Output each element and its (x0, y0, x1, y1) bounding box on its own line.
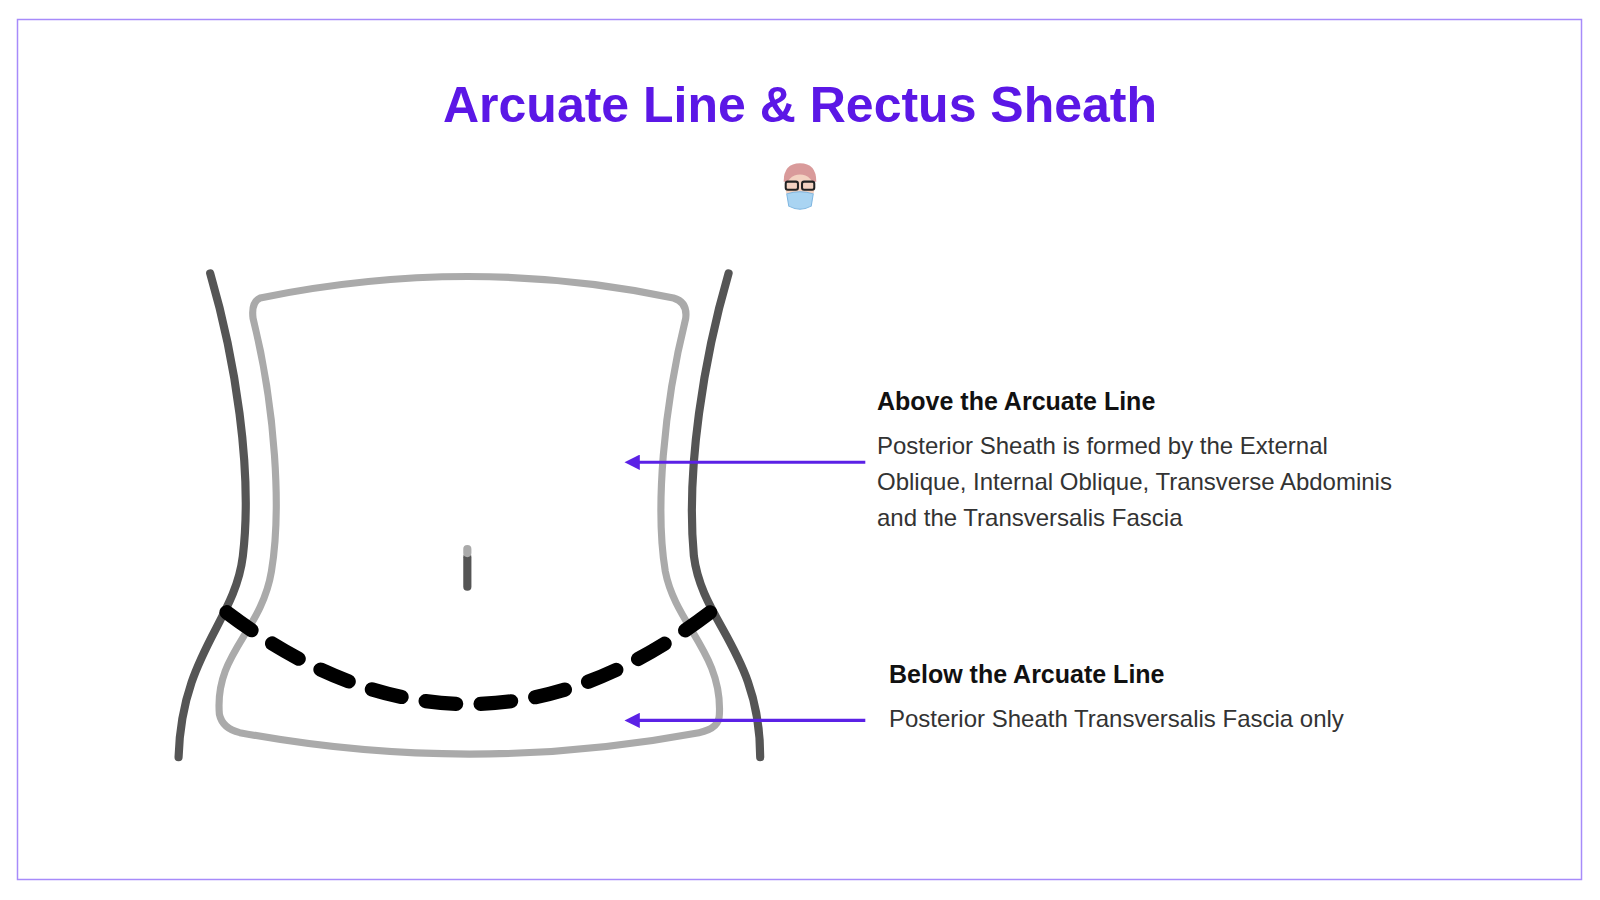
torso-outline (179, 273, 761, 757)
page-title: Arcuate Line & Rectus Sheath (443, 76, 1157, 134)
leader-arrow (637, 461, 866, 464)
section-heading: Below the Arcuate Line (889, 660, 1165, 689)
leader-arrow (637, 719, 866, 722)
section-body: Posterior Sheath Transversalis Fascia on… (889, 701, 1529, 737)
navel (467, 549, 468, 587)
section-heading: Above the Arcuate Line (877, 387, 1155, 416)
doctor-icon (784, 163, 817, 209)
page-frame (18, 20, 1582, 880)
arcuate-line (227, 612, 711, 704)
section-body: Posterior Sheath is formed by the Extern… (877, 428, 1417, 536)
